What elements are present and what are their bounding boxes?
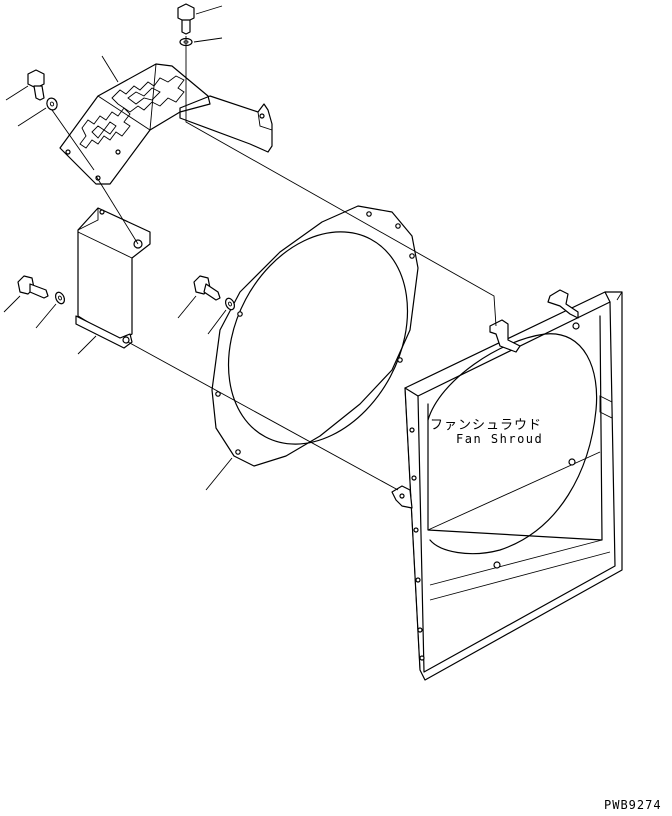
part-name-jp: ファンシュラウド [430, 418, 543, 433]
fan-ring [211, 205, 419, 467]
side-guard-bracket [75, 207, 151, 349]
bolt-icon [17, 275, 49, 299]
fan-shroud [404, 289, 623, 681]
washer-icon [46, 97, 58, 111]
part-name-en: Fan Shroud [456, 432, 544, 446]
leader-lines [3, 5, 233, 491]
bolt-icon [177, 3, 195, 35]
bolt-icon [193, 275, 221, 301]
washer-icon [224, 297, 236, 311]
bolt-icon [27, 69, 45, 101]
drawing-code: PWB9274 [604, 798, 662, 812]
perforated-guard-plate [59, 63, 273, 185]
mounting-bracket [489, 319, 521, 353]
assembly-lines [51, 36, 497, 491]
washer-icon [54, 291, 66, 305]
